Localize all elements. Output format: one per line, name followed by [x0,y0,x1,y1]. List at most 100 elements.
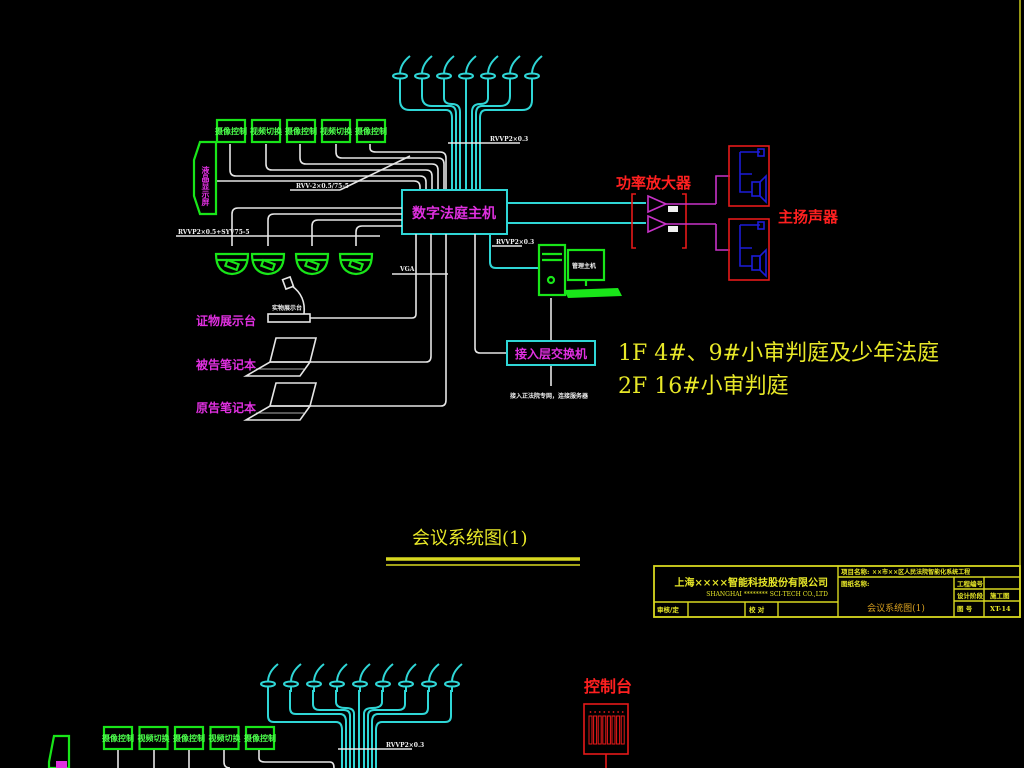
control-box-row: 摄像控制视频切换摄像控制视频切换摄像控制 [215,118,387,144]
microphone-icon [352,663,371,692]
device-label-plaintiff: 原告笔记本 [196,400,256,415]
control-box-label: 视频切换 [250,126,283,136]
control-box: 摄像控制 [355,118,387,144]
control-box: 摄像控制 [285,118,317,144]
cable-label-vga: VGA [399,266,415,273]
control-box: 视频切换 [209,725,242,751]
company-name-en: SHANGHAI ******** SCI-TECH CO.,LTD [706,591,828,598]
microphone-icon [398,663,417,692]
management-pc-icon: 管理主机 [537,243,622,298]
control-box-label: 摄像控制 [102,733,134,743]
control-box: 视频切换 [138,725,171,751]
cable-label-camera: RVVP2×0.5+SYV75-5 [178,229,250,236]
control-box: 摄像控制 [244,725,276,751]
control-console-icon [583,703,629,768]
laptop-icon-plaintiff [243,382,318,421]
camera-cables [231,207,402,246]
dome-camera-icon [294,252,330,276]
microphone-icon [260,663,279,692]
dome-camera-icon [214,252,250,276]
microphone-icon [444,663,463,692]
lcd-display-panel-bottom [47,734,71,768]
design-stage-label: 设计阶段 [957,591,984,600]
mic-bundle-cables-bottom [267,690,452,768]
cable-label-pc: RVVP2×0.3 [496,239,534,246]
project-name-label: 项目名称: [841,567,869,576]
document-camera-note: 实物展示台 [272,304,302,312]
control-box: 摄像控制 [173,725,205,751]
figure-title: 会议系统图(1) [412,528,528,549]
control-box-label: 视频切换 [209,733,242,743]
amplifier-label: 功率放大器 [616,174,692,192]
cable-label-mic-bottom: RVVP2×0.3 [386,742,424,749]
device-label-defendant: 被告笔记本 [196,357,256,372]
document-camera-icon [267,275,311,323]
design-stage: 施工图 [990,591,1010,600]
pc-screen-label: 管理主机 [572,262,596,270]
switch-note: 接入正法院专网，连接服务器 [509,392,589,400]
microphone-icon [329,663,348,692]
top-diagram: RVVP2×0.3 摄像控制视频切换摄像控制视频切换摄像控制 RVV-2×0.5… [176,55,939,421]
host-label: 数字法庭主机 [412,205,496,222]
camera-row [214,252,374,276]
power-amplifier [631,193,716,249]
speaker-label: 主扬声器 [778,208,839,226]
switch-label: 接入层交换机 [515,346,587,361]
sheet-no: XT-14 [990,605,1011,613]
control-box: 摄像控制 [215,118,247,144]
speaker-bottom [715,218,770,281]
annotation-line-1: 1F 4#、9#小审判庭及少年法庭 [618,341,939,366]
drawing-name-label: 图纸名称: [841,579,869,588]
control-box-label: 摄像控制 [215,126,247,136]
control-box-label: 摄像控制 [285,126,317,136]
digital-court-host: 数字法庭主机 [401,189,508,235]
check-label: 校 对 [749,605,765,614]
review-label: 审核/定 [657,605,679,614]
access-switch: 接入层交换机 [506,340,596,366]
laptop-icon-defendant [243,337,318,377]
project-name: ××市××区人民法院智能化系统工程 [872,568,970,576]
microphone-icon [502,55,521,84]
microphone-icon [436,55,455,84]
microphone-icon [306,663,325,692]
company-name-cn: 上海××××智能科技股份有限公司 [674,576,828,589]
lcd-panel-label: 液晶显示屏 [201,165,211,207]
microphone-icon [414,55,433,84]
control-box: 摄像控制 [102,725,134,751]
lcd-display-panel: 液晶显示屏 [192,140,218,216]
box-cables-bottom [117,750,335,768]
microphone-icon [421,663,440,692]
sheet-no-label: 图 号 [957,604,973,613]
microphone-icon [283,663,302,692]
annotation-line-2: 2F 16#小审判庭 [618,374,789,399]
title-block [653,565,1021,618]
control-box-label: 视频切换 [138,733,171,743]
control-box-label: 摄像控制 [355,126,387,136]
mic-bundle-cables [399,82,533,190]
control-box-label: 摄像控制 [173,733,205,743]
bottom-diagram: RVVP2×0.3 摄像控制视频切换摄像控制视频切换摄像控制 控制台 [47,663,632,768]
control-box-label: 视频切换 [320,126,353,136]
device-label-evidence: 证物展示台 [196,313,256,328]
microphone-icon [524,55,543,84]
audio-cables [507,202,646,224]
dome-camera-icon [250,252,286,276]
control-box: 视频切换 [320,118,353,144]
microphone-group [392,55,543,84]
dome-camera-icon [338,252,374,276]
microphone-icon [480,55,499,84]
cable-label-mic: RVVP2×0.3 [490,136,528,143]
control-box-label: 摄像控制 [244,733,276,743]
control-box-row-bottom: 摄像控制视频切换摄像控制视频切换摄像控制 [102,725,276,751]
drawing-name: 会议系统图(1) [867,602,925,614]
cable-label-display: RVV-2×0.5/75-5 [296,183,349,190]
control-box: 视频切换 [250,118,283,144]
control-console-label: 控制台 [584,677,632,696]
microphone-icon [392,55,411,84]
job-no-label: 工程编号 [957,579,984,588]
microphone-icon [458,55,477,84]
microphone-icon [375,663,394,692]
microphone-group-bottom [260,663,463,692]
device-cables [310,234,447,407]
